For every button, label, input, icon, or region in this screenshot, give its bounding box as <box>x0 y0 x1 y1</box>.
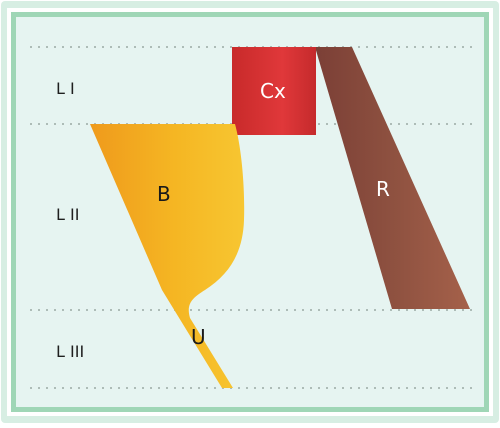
shape-label-r: R <box>376 177 390 201</box>
shape-label-cx: Cx <box>260 79 286 103</box>
shape-label-b: B <box>157 182 171 206</box>
layer-label-l2: L II <box>56 205 79 224</box>
layer-label-l1: L I <box>56 79 75 98</box>
shape-cx <box>232 47 316 135</box>
shape-b <box>90 124 245 388</box>
shape-label-u: U <box>191 325 206 349</box>
shape-r <box>315 47 470 309</box>
layer-label-l3: L III <box>56 342 84 361</box>
